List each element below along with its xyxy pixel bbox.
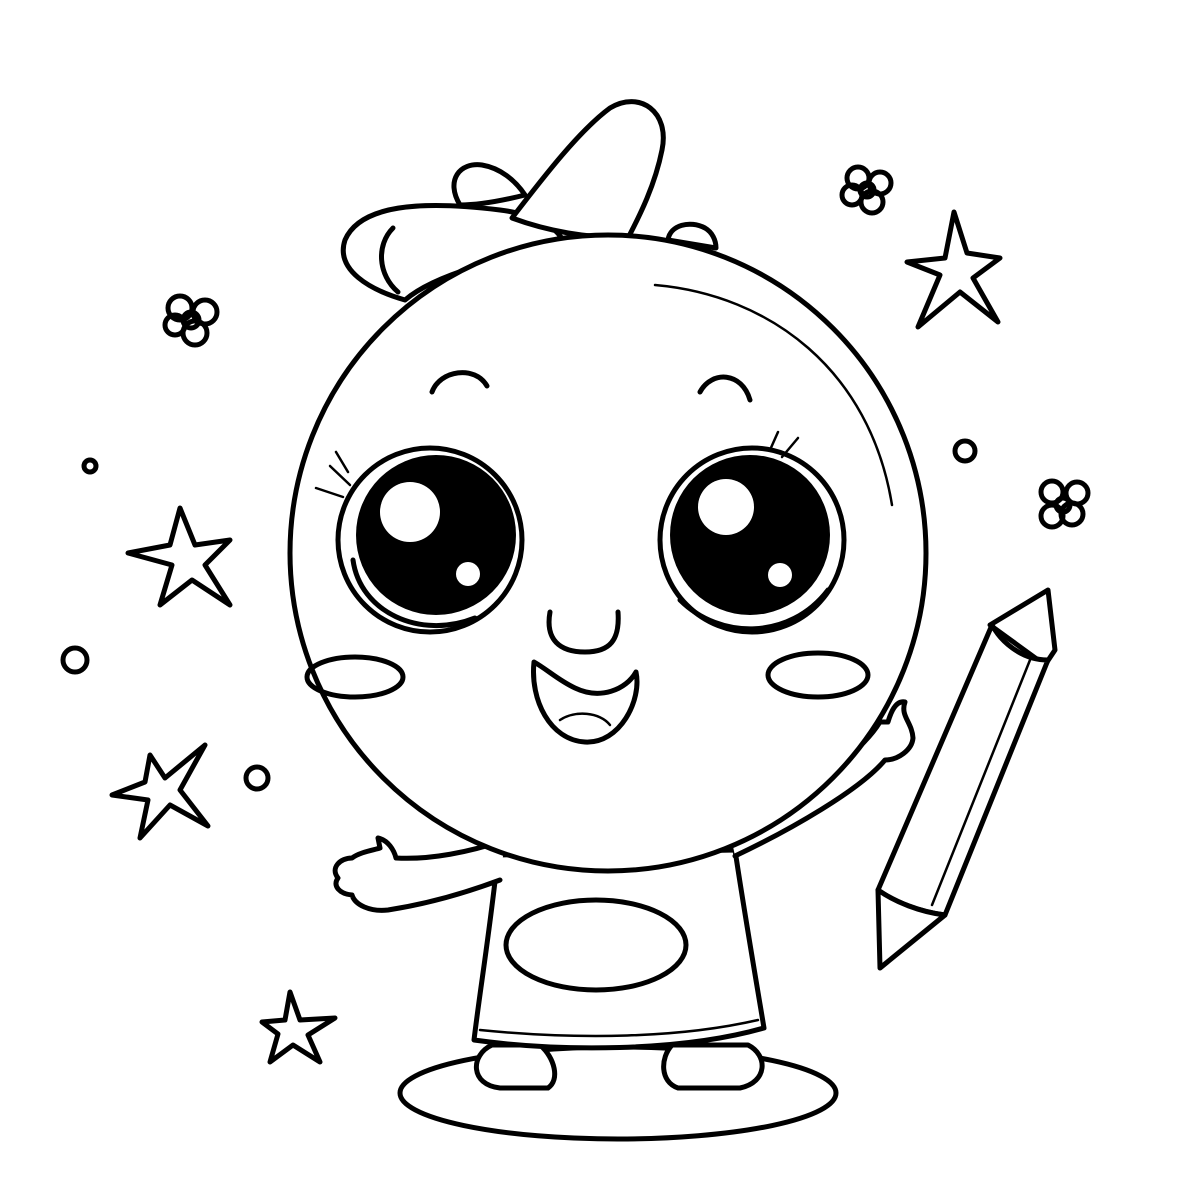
left-foot xyxy=(474,1042,558,1091)
left-cheek xyxy=(304,654,406,700)
hat-bow-small-left xyxy=(451,162,528,208)
head-shine-line xyxy=(653,283,894,507)
mouth xyxy=(531,659,640,745)
star-left xyxy=(125,505,233,608)
star-top-right xyxy=(904,209,1003,330)
dress-hem xyxy=(478,1018,760,1038)
left-eye xyxy=(314,445,525,635)
flower-left xyxy=(162,293,220,348)
nose xyxy=(546,609,621,655)
hat-fold xyxy=(379,225,401,295)
right-foot xyxy=(661,1042,765,1091)
flower-right xyxy=(1038,478,1091,530)
dress-body xyxy=(471,847,767,1051)
dot-left xyxy=(60,645,90,675)
dot-mid-left xyxy=(243,764,271,792)
star-lower-left xyxy=(109,742,211,841)
right-cheek xyxy=(765,650,871,700)
left-eyebrow xyxy=(429,370,490,395)
hat-bow-large xyxy=(509,99,666,241)
right-eye xyxy=(657,430,847,635)
ground-shadow xyxy=(397,1044,839,1142)
head xyxy=(287,232,929,874)
flower-top-right xyxy=(839,164,894,216)
star-bottom-left xyxy=(259,989,338,1065)
right-eyebrow xyxy=(697,374,753,403)
dot-small-left xyxy=(81,457,99,475)
pencil xyxy=(875,587,1058,971)
dress-pocket xyxy=(503,897,689,993)
dot-right xyxy=(952,438,978,464)
hat-bow-right-knob xyxy=(665,221,719,251)
left-arm xyxy=(332,835,508,913)
